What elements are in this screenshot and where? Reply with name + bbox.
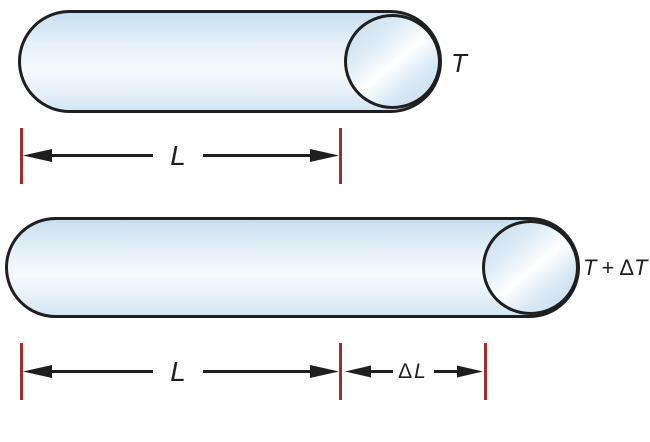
temperature-label-heated: T+ΔT [583, 257, 647, 279]
extent-tick [484, 343, 487, 400]
arrow-right-icon [434, 365, 483, 378]
length-symbol: L [414, 360, 426, 383]
arrow-left-icon [23, 149, 153, 162]
delta-symbol: Δ [619, 255, 635, 280]
temperature-symbol: T [634, 255, 648, 280]
extent-tick [20, 128, 23, 184]
length-label-initial: L [170, 140, 186, 171]
extent-tick [20, 343, 23, 400]
temperature-label-initial: T [451, 48, 467, 78]
extent-tick [339, 343, 342, 400]
plus-sign: + [601, 255, 615, 280]
temperature-symbol: T [583, 255, 597, 280]
delta-symbol: Δ [398, 360, 413, 383]
rod-heated-end-face [482, 220, 579, 315]
arrow-right-icon [203, 365, 339, 378]
rod-initial-end-face [344, 14, 441, 109]
delta-length-label: ΔL [389, 361, 435, 382]
arrow-right-icon [203, 149, 339, 162]
arrow-left-icon [345, 365, 393, 378]
length-label-heated: L [170, 356, 186, 387]
arrow-left-icon [23, 365, 153, 378]
extent-tick [339, 128, 342, 184]
